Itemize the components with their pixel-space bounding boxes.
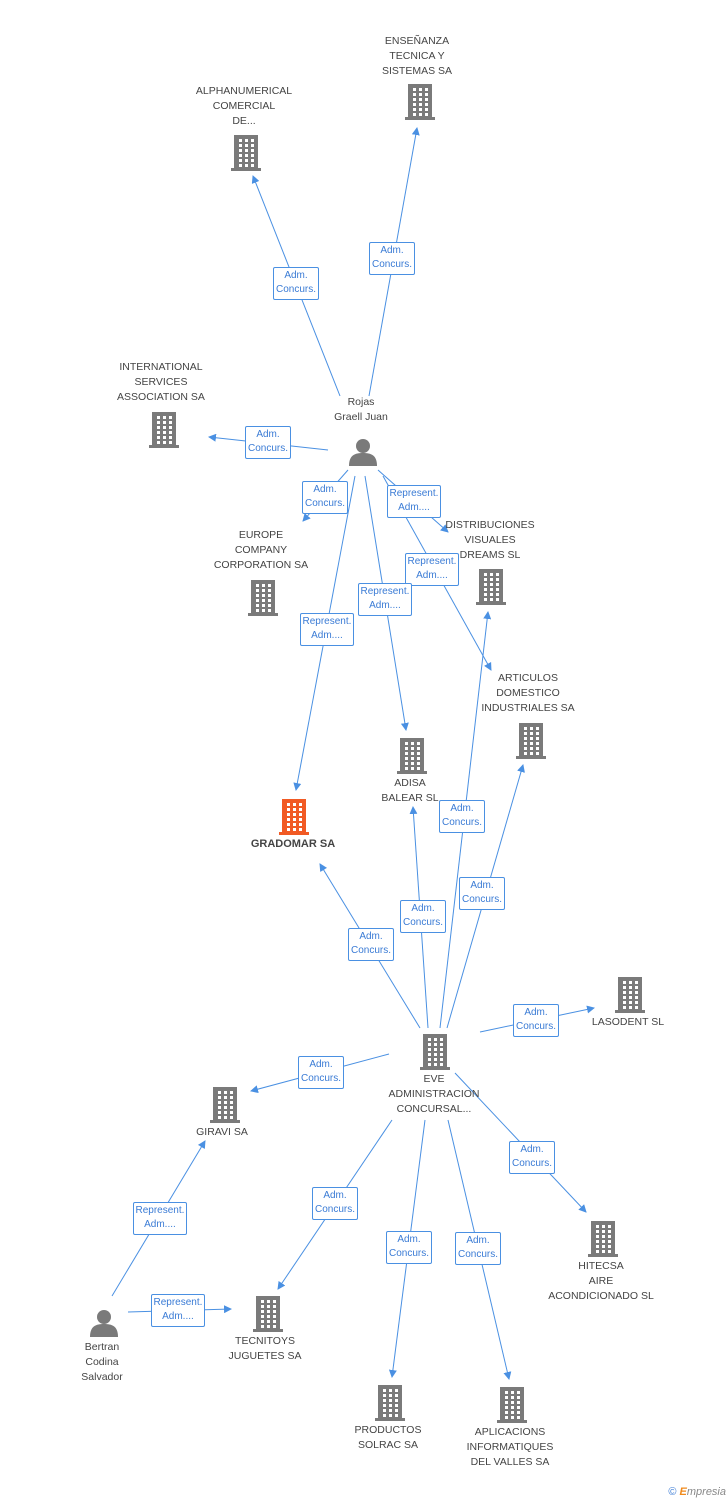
node-label-gradomar[interactable]: GRADOMAR SA: [250, 838, 336, 850]
building-icon-alphanumerical[interactable]: [231, 135, 261, 176]
building-icon-hitecsa[interactable]: [588, 1221, 618, 1262]
relation-label-eve-to-tecnitoys[interactable]: Adm. Concurs.: [312, 1186, 359, 1220]
building-icon-lasodent[interactable]: [615, 977, 645, 1018]
node-label-tecnitoys[interactable]: TECNITOYS JUGUETES SA: [228, 1335, 302, 1362]
building-icon-distribuciones[interactable]: [476, 569, 506, 610]
relation-label-eve-to-distribuciones[interactable]: Adm. Concurs.: [439, 799, 486, 833]
relation-label-eve-to-adisa[interactable]: Adm. Concurs.: [400, 899, 447, 933]
building-icon-tecnitoys[interactable]: [253, 1296, 283, 1337]
brand-footer: © Empresia: [668, 1486, 726, 1498]
node-label-giravi[interactable]: GIRAVI SA: [196, 1126, 248, 1138]
relation-label-rojas-to-articulos[interactable]: Represent. Adm....: [404, 552, 460, 586]
node-label-adisa[interactable]: ADISA BALEAR SL: [381, 777, 439, 804]
relation-label-rojas-to-europe[interactable]: Adm. Concurs.: [302, 480, 349, 514]
node-label-aplicacions[interactable]: APLICACIONS INFORMATIQUES DEL VALLES SA: [466, 1426, 554, 1468]
relation-label-rojas-to-gradomar[interactable]: Represent. Adm....: [299, 612, 355, 646]
building-icon-eve[interactable]: [420, 1034, 450, 1075]
node-label-distribuciones[interactable]: DISTRIBUCIONES VISUALES DREAMS SL: [445, 519, 535, 561]
building-icon-productos[interactable]: [375, 1385, 405, 1426]
node-label-rojas[interactable]: Rojas Graell Juan: [334, 396, 388, 423]
relation-label-eve-to-articulos[interactable]: Adm. Concurs.: [459, 876, 506, 910]
relation-label-eve-to-gradomar[interactable]: Adm. Concurs.: [348, 927, 395, 961]
relation-label-eve-to-giravi[interactable]: Adm. Concurs.: [298, 1055, 345, 1089]
node-label-articulos[interactable]: ARTICULOS DOMESTICO INDUSTRIALES SA: [481, 672, 575, 714]
node-label-eve[interactable]: EVE ADMINISTRACION CONCURSAL...: [388, 1073, 480, 1115]
relation-label-rojas-to-international[interactable]: Adm. Concurs.: [245, 425, 292, 459]
building-icon-articulos[interactable]: [516, 723, 546, 764]
building-icon-ensenanza[interactable]: [405, 84, 435, 125]
brand-name: mpresia: [686, 1486, 726, 1498]
person-icon-rojas[interactable]: [349, 438, 377, 471]
relation-label-rojas-to-adisa[interactable]: Represent. Adm....: [357, 582, 413, 616]
relation-label-rojas-to-ensenanza[interactable]: Adm. Concurs.: [369, 241, 416, 275]
relation-label-eve-to-aplicacions[interactable]: Adm. Concurs.: [455, 1231, 502, 1265]
node-label-alphanumerical[interactable]: ALPHANUMERICAL COMERCIAL DE...: [195, 85, 293, 127]
brand-logo: E: [679, 1486, 687, 1498]
building-icon-europe[interactable]: [248, 580, 278, 621]
node-label-productos[interactable]: PRODUCTOS SOLRAC SA: [354, 1424, 422, 1451]
relation-label-eve-to-lasodent[interactable]: Adm. Concurs.: [513, 1003, 560, 1037]
node-label-international[interactable]: INTERNATIONAL SERVICES ASSOCIATION SA: [117, 361, 205, 403]
person-icon-bertran[interactable]: [90, 1309, 118, 1342]
node-label-lasodent[interactable]: LASODENT SL: [591, 1016, 665, 1028]
node-label-hitecsa[interactable]: HITECSA AIRE ACONDICIONADO SL: [548, 1260, 654, 1302]
relation-label-bertran-to-giravi[interactable]: Represent. Adm....: [132, 1201, 188, 1235]
building-icon-aplicacions[interactable]: [497, 1387, 527, 1428]
node-label-ensenanza[interactable]: ENSEÑANZA TECNICA Y SISTEMAS SA: [381, 35, 453, 77]
relation-label-rojas-to-alphanumerical[interactable]: Adm. Concurs.: [273, 266, 320, 300]
node-label-bertran[interactable]: Bertran Codina Salvador: [81, 1341, 123, 1383]
copyright-icon: ©: [668, 1486, 677, 1498]
relation-label-eve-to-productos[interactable]: Adm. Concurs.: [386, 1230, 433, 1264]
building-icon-international[interactable]: [149, 412, 179, 453]
relation-label-eve-to-hitecsa[interactable]: Adm. Concurs.: [509, 1140, 556, 1174]
building-icon-adisa[interactable]: [397, 738, 427, 779]
building-icon-gradomar[interactable]: [279, 799, 309, 840]
node-label-europe[interactable]: EUROPE COMPANY CORPORATION SA: [213, 529, 309, 571]
building-icon-giravi[interactable]: [210, 1087, 240, 1128]
relation-label-bertran-to-tecnitoys[interactable]: Represent. Adm....: [150, 1293, 206, 1327]
relation-label-rojas-to-distribuciones[interactable]: Represent. Adm....: [386, 484, 442, 518]
